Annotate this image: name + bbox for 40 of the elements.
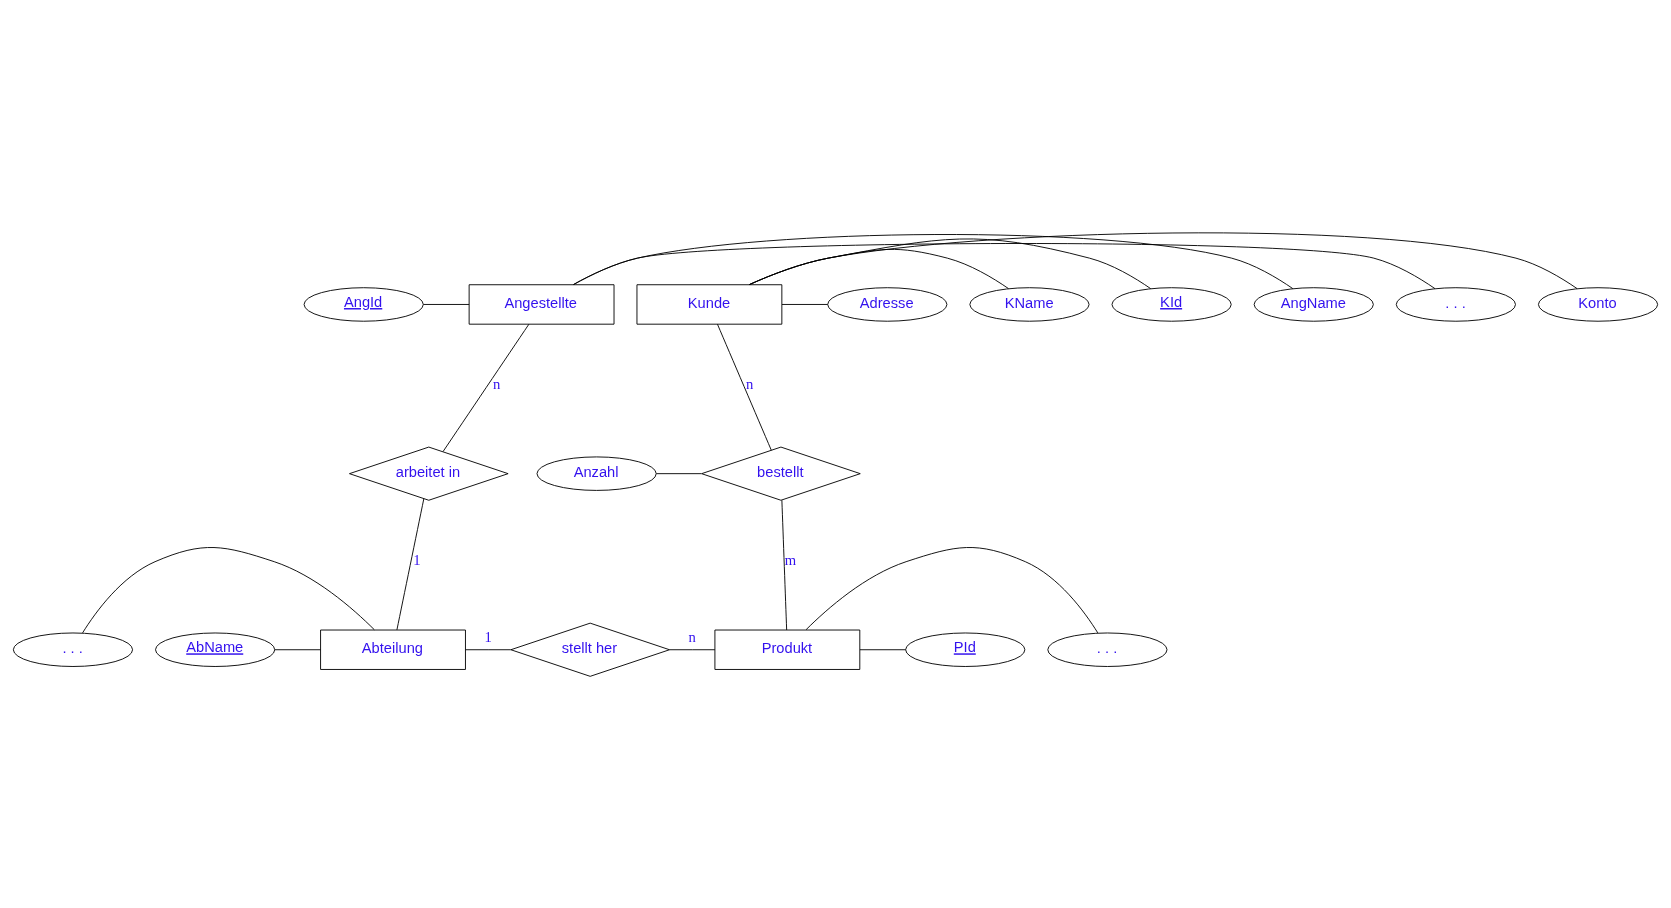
connector bbox=[655, 472, 702, 474]
connector bbox=[748, 232, 1578, 289]
node-box: Angestellte bbox=[468, 283, 615, 325]
node-ellipse: . . . bbox=[12, 632, 134, 667]
node-ellipse: . . . bbox=[1395, 286, 1516, 322]
connector bbox=[805, 546, 1099, 633]
edge-label: 1 bbox=[413, 551, 421, 568]
edge-label: m bbox=[784, 551, 797, 568]
connector bbox=[859, 648, 907, 650]
node-ellipse: PId bbox=[905, 632, 1026, 667]
edge-label: n bbox=[492, 375, 501, 392]
connector bbox=[717, 323, 772, 451]
node-diamond: stellt her bbox=[510, 622, 670, 677]
connector bbox=[396, 497, 425, 630]
node-box: Kunde bbox=[636, 283, 783, 325]
node-ellipse: . . . bbox=[1047, 632, 1168, 667]
node-box: Abteilung bbox=[320, 629, 466, 670]
connector bbox=[442, 323, 530, 452]
connector bbox=[465, 648, 512, 650]
edge-label: n bbox=[688, 628, 696, 645]
node-diamond: bestellt bbox=[701, 446, 861, 501]
connector bbox=[781, 303, 829, 305]
edge-label: 1 bbox=[484, 628, 492, 645]
edge-label: n bbox=[746, 375, 754, 392]
node-ellipse: KId bbox=[1111, 286, 1232, 322]
node-ellipse: KName bbox=[969, 286, 1090, 322]
node-ellipse: Konto bbox=[1537, 286, 1659, 322]
connector bbox=[423, 303, 470, 305]
connector bbox=[781, 499, 788, 630]
node-box: Produkt bbox=[714, 629, 861, 670]
connector bbox=[82, 546, 375, 633]
node-diamond: arbeitet in bbox=[349, 446, 509, 501]
node-ellipse: AngName bbox=[1253, 286, 1374, 322]
node-ellipse: Adresse bbox=[827, 286, 948, 322]
node-ellipse: AngId bbox=[303, 286, 424, 322]
connector bbox=[573, 242, 1436, 289]
connector bbox=[274, 648, 321, 650]
node-ellipse: AbName bbox=[155, 632, 276, 667]
connector bbox=[669, 648, 716, 650]
node-ellipse: Anzahl bbox=[536, 455, 657, 491]
